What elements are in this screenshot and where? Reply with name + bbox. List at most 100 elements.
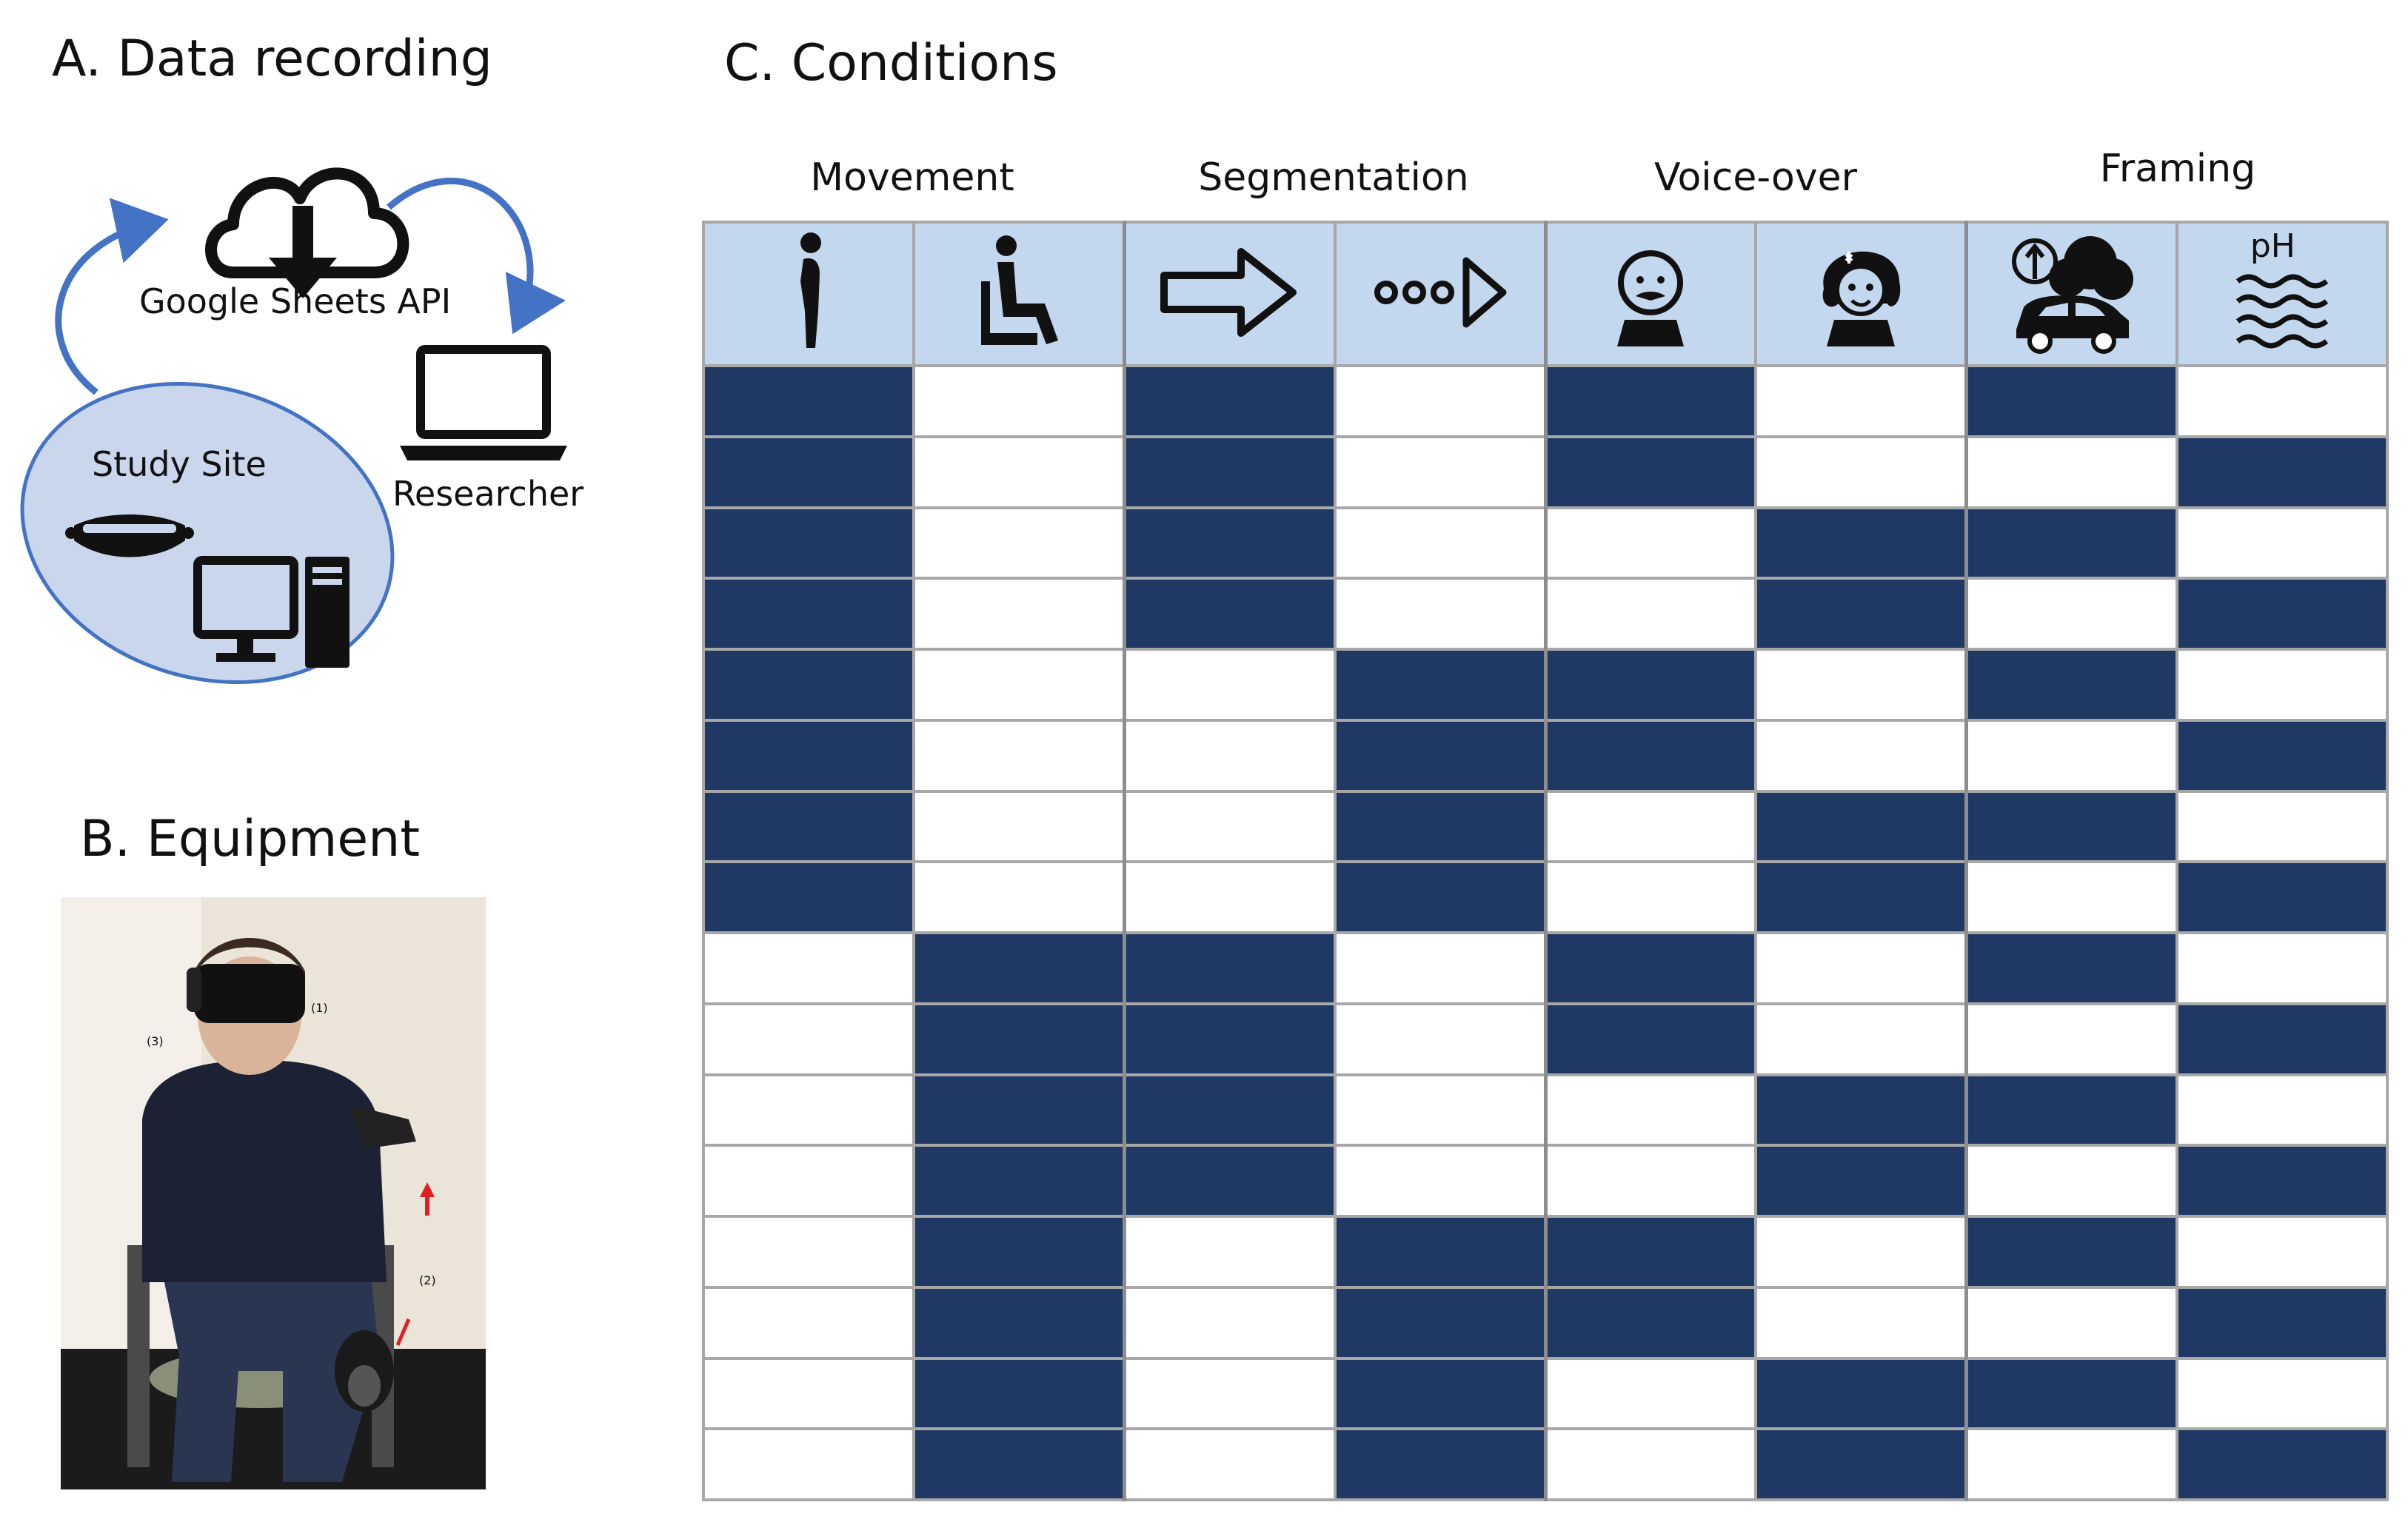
condition-cell-filled (912, 1356, 1126, 1431)
cloud-download-icon (205, 167, 409, 298)
condition-cell-empty (1122, 718, 1337, 793)
condition-cell-empty (1754, 1002, 1968, 1076)
condition-cell-filled (1333, 1427, 1548, 1501)
condition-cell-empty (1333, 435, 1548, 509)
laptop-icon (400, 345, 567, 460)
condition-cell-filled (701, 435, 916, 509)
condition-cell-filled (701, 789, 916, 864)
condition-cell-filled (701, 364, 916, 438)
condition-cell-empty (1333, 577, 1548, 651)
condition-cell-filled (1964, 1356, 2178, 1431)
condition-cell-filled (1333, 718, 1548, 793)
condition-cell-empty (912, 648, 1126, 722)
condition-cell-empty (912, 435, 1126, 509)
vr-participant-illustration (61, 897, 486, 1489)
standing-person-icon (701, 221, 916, 367)
condition-cell-empty (1543, 577, 1758, 651)
condition-cell-filled (1122, 931, 1337, 1005)
condition-cell-filled (2175, 435, 2389, 509)
condition-cell-empty (1333, 931, 1548, 1005)
condition-cell-empty (1122, 648, 1337, 722)
google-sheets-api-label: Google Sheets API (139, 281, 452, 321)
condition-cell-filled (912, 1144, 1126, 1218)
seated-person-icon (912, 221, 1126, 367)
condition-cell-filled (1543, 1215, 1758, 1289)
condition-cell-filled (2175, 1144, 2389, 1218)
condition-cell-empty (1543, 789, 1758, 864)
condition-cell-empty (1122, 1427, 1337, 1501)
condition-row (701, 1285, 2389, 1360)
condition-cell-empty (1754, 435, 1968, 509)
condition-cell-filled (1333, 1215, 1548, 1289)
condition-cell-filled (1964, 506, 2178, 580)
condition-row (701, 1144, 2389, 1218)
condition-cell-empty (2175, 1073, 2389, 1147)
condition-cell-empty (1964, 577, 2178, 651)
condition-cell-filled (701, 718, 916, 793)
study-site-label: Study Site (92, 444, 267, 484)
data-recording-diagram (20, 167, 567, 685)
condition-row (701, 648, 2389, 722)
condition-cell-filled (1333, 1285, 1548, 1360)
group-label-segmentation: Segmentation (1198, 155, 1469, 200)
equipment-photo: (1) (2) (3) (61, 897, 486, 1489)
researcher-label: Researcher (392, 474, 584, 514)
condition-cell-empty (1333, 1073, 1548, 1147)
condition-cell-filled (1122, 577, 1337, 651)
single-arrow-icon (1122, 221, 1337, 367)
condition-cell-empty (912, 789, 1126, 864)
download-arrow (387, 178, 566, 335)
condition-cell-empty (1543, 860, 1758, 934)
condition-cell-empty (1122, 1285, 1337, 1360)
condition-cell-empty (701, 1144, 916, 1218)
condition-cell-filled (1122, 506, 1337, 580)
condition-cell-empty (1964, 1427, 2178, 1501)
group-label-movement: Movement (810, 155, 1014, 200)
condition-cell-filled (1754, 577, 1968, 651)
condition-cell-filled (912, 1073, 1126, 1147)
condition-cell-empty (701, 931, 916, 1005)
condition-cell-empty (1754, 364, 1968, 438)
condition-cell-empty (1964, 1002, 2178, 1076)
condition-cell-empty (701, 1427, 916, 1501)
condition-cell-filled (912, 1285, 1126, 1360)
condition-cell-empty (1754, 931, 1968, 1005)
condition-cell-empty (1543, 1356, 1758, 1431)
condition-row (701, 364, 2389, 438)
condition-row (701, 435, 2389, 509)
condition-cell-empty (1543, 1073, 1758, 1147)
condition-cell-filled (1964, 364, 2178, 438)
condition-cell-filled (1543, 648, 1758, 722)
condition-cell-empty (1122, 1215, 1337, 1289)
condition-cell-empty (1333, 1144, 1548, 1218)
vr-headset-icon (65, 515, 194, 557)
condition-cell-filled (1754, 860, 1968, 934)
condition-cell-empty (1543, 506, 1758, 580)
condition-cell-empty (2175, 789, 2389, 864)
condition-cell-filled (912, 1002, 1126, 1076)
condition-row (701, 931, 2389, 1005)
condition-cell-filled (1543, 1002, 1758, 1076)
section-c-title: C. Conditions (724, 34, 1058, 93)
condition-cell-empty (1964, 718, 2178, 793)
condition-cell-filled (912, 931, 1126, 1005)
condition-cell-filled (1754, 789, 1968, 864)
condition-cell-filled (1122, 1073, 1337, 1147)
condition-row (701, 1356, 2389, 1431)
condition-cell-empty (701, 1073, 916, 1147)
condition-cell-empty (701, 1356, 916, 1431)
condition-row (701, 577, 2389, 651)
condition-cell-empty (1964, 435, 2178, 509)
condition-cell-empty (1754, 718, 1968, 793)
condition-cell-empty (912, 364, 1126, 438)
condition-cell-filled (1964, 648, 2178, 722)
study-site-ellipse (20, 381, 395, 685)
group-label-voice-over: Voice-over (1653, 155, 1858, 200)
desktop-computer-icon (193, 556, 350, 668)
conditions-matrix: pH (701, 221, 2389, 1501)
condition-cell-filled (1964, 1215, 2178, 1289)
condition-cell-filled (1122, 1144, 1337, 1218)
section-a-title: A. Data recording (52, 30, 492, 88)
condition-cell-empty (1543, 1427, 1758, 1501)
condition-cell-empty (1122, 789, 1337, 864)
